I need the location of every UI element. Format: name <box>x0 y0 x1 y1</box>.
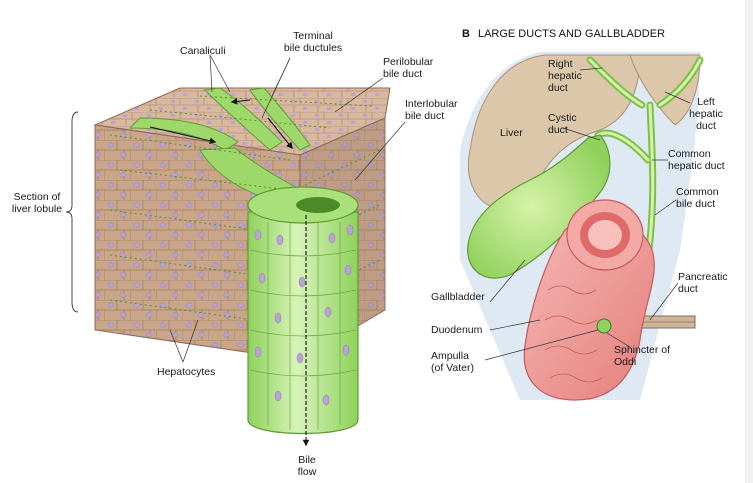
label-gallbladder: Gallbladder <box>431 291 485 303</box>
label-liver: Liver <box>500 127 523 139</box>
label-right-hepatic-line1: Right <box>548 58 573 70</box>
label-perilobular-bile-duct: Perilobular bile duct <box>383 56 433 80</box>
label-canaliculi: Canaliculi <box>180 45 226 57</box>
label-common-bile-duct: Common bile duct <box>676 186 719 210</box>
label-interlobular-line2: bile duct <box>405 110 445 122</box>
panel-b-title-text: LARGE DUCTS AND GALLBLADDER <box>477 28 666 40</box>
label-terminal-bile-ductules: Terminal bile ductules <box>258 30 368 54</box>
section-bracket <box>65 111 79 313</box>
bile-flow-arrows <box>149 98 310 447</box>
panel-b-anatomy <box>460 52 704 401</box>
panel-b-title: B LARGE DUCTS AND GALLBLADDER <box>462 28 665 40</box>
label-section-line1: Section of <box>13 191 61 203</box>
label-sphincter-line2: Oddi <box>614 356 637 368</box>
label-ampulla-line2: (of Vater) <box>431 362 474 374</box>
label-section-of-liver-lobule: Section of liver lobule <box>6 191 68 215</box>
label-sphincter-line1: Sphincter of <box>614 344 671 356</box>
label-left-hepatic-line1: Left <box>697 96 715 108</box>
leader-lines-a <box>169 54 406 363</box>
label-pancreatic-line1: Pancreatic <box>678 271 728 283</box>
panel-b-letter: B <box>462 28 470 40</box>
label-interlobular-bile-duct: Interlobular bile duct <box>405 98 458 122</box>
label-bile-flow-line2: flow <box>297 466 317 478</box>
label-pancreatic-duct: Pancreatic duct <box>678 271 728 295</box>
label-ampulla-of-vater: Ampulla (of Vater) <box>431 350 474 374</box>
label-cystic-duct: Cystic duct <box>548 112 577 136</box>
label-ampulla-line1: Ampulla <box>431 350 469 362</box>
label-bile-flow-line1: Bile <box>298 454 316 466</box>
label-terminal-line2: bile ductules <box>283 42 343 54</box>
label-cystic-line1: Cystic <box>548 112 577 124</box>
label-right-hepatic-line3: duct <box>548 82 568 94</box>
label-pancreatic-line2: duct <box>678 283 698 295</box>
right-edge-strip <box>745 0 753 483</box>
label-left-hepatic-duct: Left hepatic duct <box>680 96 732 132</box>
label-common-bile-line2: bile duct <box>676 198 716 210</box>
label-common-bile-line1: Common <box>676 186 719 198</box>
label-bile-flow: Bile flow <box>287 454 327 478</box>
label-right-hepatic-line2: hepatic <box>548 70 582 82</box>
liver-shape <box>467 54 641 211</box>
label-common-hepatic-duct: Common hepatic duct <box>668 148 725 172</box>
label-perilobular-line2: bile duct <box>383 68 423 80</box>
label-perilobular-line1: Perilobular <box>383 56 434 68</box>
label-left-hepatic-line2: hepatic <box>689 108 723 120</box>
label-hepatocytes: Hepatocytes <box>157 366 216 378</box>
label-right-hepatic-duct: Right hepatic duct <box>548 58 582 94</box>
label-common-hepatic-line2: hepatic duct <box>668 160 725 172</box>
label-section-line2: liver lobule <box>11 203 63 215</box>
label-duodenum: Duodenum <box>431 324 483 336</box>
gallbladder-shape <box>467 134 611 279</box>
label-common-hepatic-line1: Common <box>668 148 711 160</box>
interlobular-duct-cylinder <box>247 186 359 435</box>
leader-lines-b <box>484 67 691 361</box>
label-interlobular-line1: Interlobular <box>405 98 458 110</box>
label-terminal-line1: Terminal <box>293 30 333 42</box>
label-cystic-line2: duct <box>548 124 568 136</box>
label-sphincter-of-oddi: Sphincter of Oddi <box>614 344 670 368</box>
label-left-hepatic-line3: duct <box>696 120 716 132</box>
